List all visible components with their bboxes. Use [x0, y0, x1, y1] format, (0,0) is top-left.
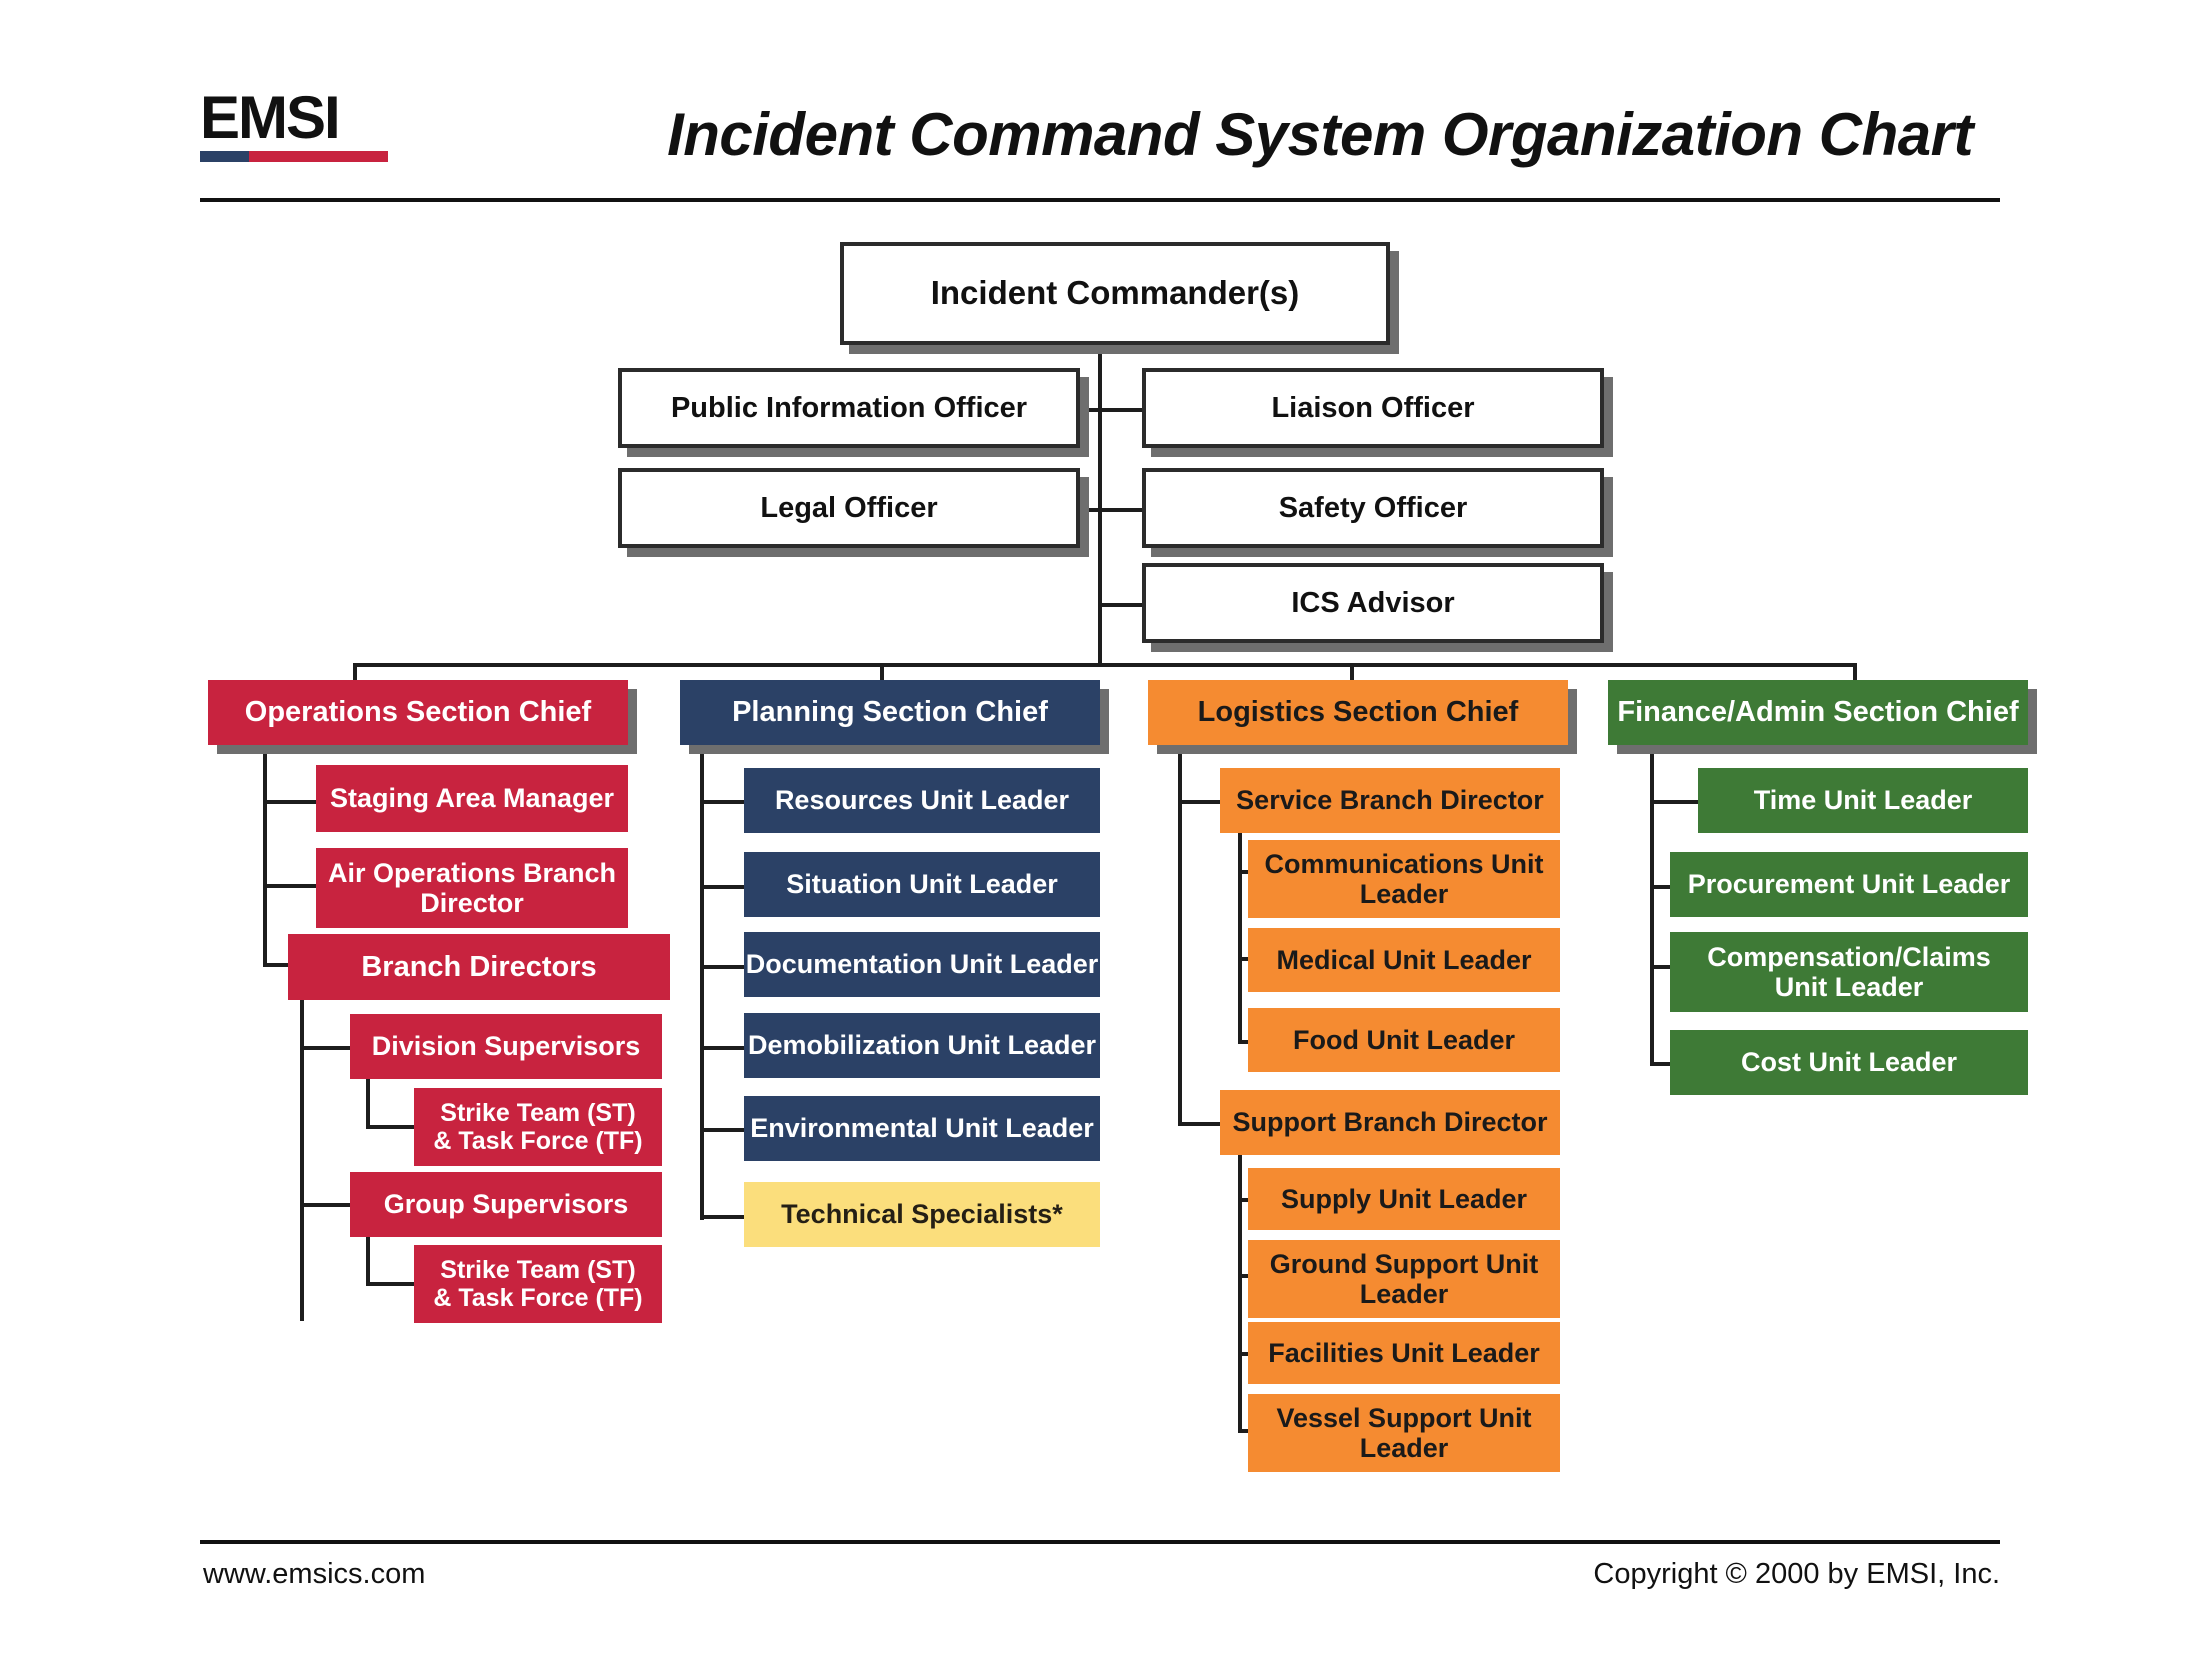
connector-plan-spine — [700, 745, 704, 1220]
node-planning-section-chief[interactable]: Planning Section Chief — [680, 680, 1100, 745]
header-divider — [200, 198, 2000, 202]
node-demobilization-unit-leader[interactable]: Demobilization Unit Leader — [744, 1013, 1100, 1078]
node-operations-section-chief[interactable]: Operations Section Chief — [208, 680, 628, 745]
footer-divider — [200, 1540, 2000, 1544]
node-air-operations-branch-director[interactable]: Air Operations Branch Director — [316, 848, 628, 928]
node-communications-unit-leader[interactable]: Communications Unit Leader — [1248, 840, 1560, 918]
connector-plan-situation — [700, 885, 744, 889]
logo-wordmark: EMSI — [200, 84, 341, 151]
node-compensation-claims-unit-leader[interactable]: Compensation/Claims Unit Leader — [1670, 932, 2028, 1012]
node-finance-admin-section-chief[interactable]: Finance/Admin Section Chief — [1608, 680, 2028, 745]
emsi-logo: EMSI — [200, 88, 400, 162]
node-staging-area-manager[interactable]: Staging Area Manager — [316, 765, 628, 832]
node-service-branch-director[interactable]: Service Branch Director — [1220, 768, 1560, 833]
node-logistics-section-chief[interactable]: Logistics Section Chief — [1148, 680, 1568, 745]
node-strike-team-task-force-1[interactable]: Strike Team (ST)& Task Force (TF) — [414, 1088, 662, 1166]
connector-plan-resources — [700, 800, 744, 804]
connector-safety-stub — [1098, 508, 1142, 512]
connector-ops-strike2 — [366, 1282, 414, 1286]
node-time-unit-leader[interactable]: Time Unit Leader — [1698, 768, 2028, 833]
page-title: Incident Command System Organization Cha… — [667, 101, 1973, 168]
node-documentation-unit-leader[interactable]: Documentation Unit Leader — [744, 932, 1100, 997]
connector-ops-airops — [263, 884, 316, 888]
connector-ops-staging — [263, 800, 316, 804]
connector-plan-documentation — [700, 965, 744, 969]
connector-ops-strike1 — [366, 1125, 414, 1129]
node-group-supervisors[interactable]: Group Supervisors — [350, 1172, 662, 1237]
node-food-unit-leader[interactable]: Food Unit Leader — [1248, 1008, 1560, 1072]
node-incident-commander[interactable]: Incident Commander(s) — [840, 242, 1390, 345]
logo-bar-red-segment — [248, 151, 388, 162]
connector-ops-division — [300, 1046, 350, 1050]
node-situation-unit-leader[interactable]: Situation Unit Leader — [744, 852, 1100, 917]
node-medical-unit-leader[interactable]: Medical Unit Leader — [1248, 928, 1560, 992]
connector-log-spine — [1178, 745, 1182, 1125]
connector-ops-group-spine — [366, 1232, 370, 1284]
connector-section-bus — [355, 663, 1855, 667]
connector-ops-branch-spine — [300, 993, 304, 1321]
node-cost-unit-leader[interactable]: Cost Unit Leader — [1670, 1030, 2028, 1095]
footer-copyright: Copyright © 2000 by EMSI, Inc. — [1593, 1558, 2000, 1590]
node-technical-specialists[interactable]: Technical Specialists* — [744, 1182, 1100, 1247]
connector-log-support-spine — [1238, 1150, 1242, 1432]
connector-ops-group — [300, 1203, 350, 1207]
connector-fin-spine — [1650, 745, 1654, 1065]
node-safety-officer[interactable]: Safety Officer — [1142, 468, 1604, 548]
node-facilities-unit-leader[interactable]: Facilities Unit Leader — [1248, 1322, 1560, 1384]
node-legal-officer[interactable]: Legal Officer — [618, 468, 1080, 548]
page-header: EMSI Incident Command System Organizatio… — [0, 0, 2200, 202]
connector-plan-environmental — [700, 1128, 744, 1132]
connector-ic-trunk — [1098, 345, 1102, 665]
logo-bar-navy-segment — [200, 151, 249, 162]
connector-liaison-stub — [1098, 408, 1142, 412]
connector-log-support — [1178, 1122, 1220, 1126]
node-strike-team-task-force-2[interactable]: Strike Team (ST)& Task Force (TF) — [414, 1245, 662, 1323]
connector-fin-time — [1650, 800, 1698, 804]
node-environmental-unit-leader[interactable]: Environmental Unit Leader — [744, 1096, 1100, 1161]
connector-pio-stub — [1060, 408, 1100, 412]
node-support-branch-director[interactable]: Support Branch Director — [1220, 1090, 1560, 1155]
node-liaison-officer[interactable]: Liaison Officer — [1142, 368, 1604, 448]
connector-plan-techspec — [700, 1215, 744, 1219]
node-procurement-unit-leader[interactable]: Procurement Unit Leader — [1670, 852, 2028, 917]
node-resources-unit-leader[interactable]: Resources Unit Leader — [744, 768, 1100, 833]
footer-website[interactable]: www.emsics.com — [203, 1558, 426, 1590]
node-branch-directors[interactable]: Branch Directors — [288, 934, 670, 1000]
node-ground-support-unit-leader[interactable]: Ground Support Unit Leader — [1248, 1240, 1560, 1318]
connector-ics-advisor-stub — [1098, 603, 1142, 607]
node-ics-advisor[interactable]: ICS Advisor — [1142, 563, 1604, 643]
node-vessel-support-unit-leader[interactable]: Vessel Support Unit Leader — [1248, 1394, 1560, 1472]
node-supply-unit-leader[interactable]: Supply Unit Leader — [1248, 1168, 1560, 1230]
connector-ops-division-spine — [366, 1075, 370, 1127]
connector-ops-spine — [263, 745, 267, 965]
connector-log-service — [1178, 800, 1220, 804]
connector-log-service-spine — [1238, 828, 1242, 1043]
logo-underline-bar — [200, 151, 388, 162]
node-public-information-officer[interactable]: Public Information Officer — [618, 368, 1080, 448]
connector-legal-stub — [1060, 508, 1100, 512]
node-division-supervisors[interactable]: Division Supervisors — [350, 1014, 662, 1079]
connector-plan-demobilization — [700, 1046, 744, 1050]
